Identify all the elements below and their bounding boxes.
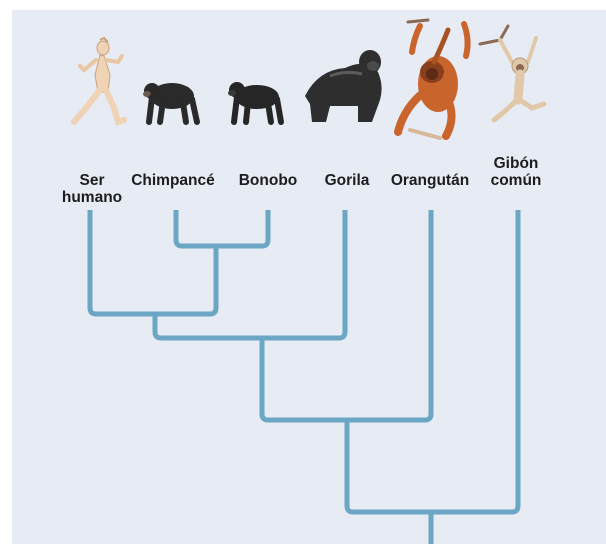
clade-hominini-gorilla-branch [155, 210, 345, 338]
clade-chimp-bonobo-branch [176, 210, 268, 246]
clade-human-panins-branch [90, 210, 216, 314]
